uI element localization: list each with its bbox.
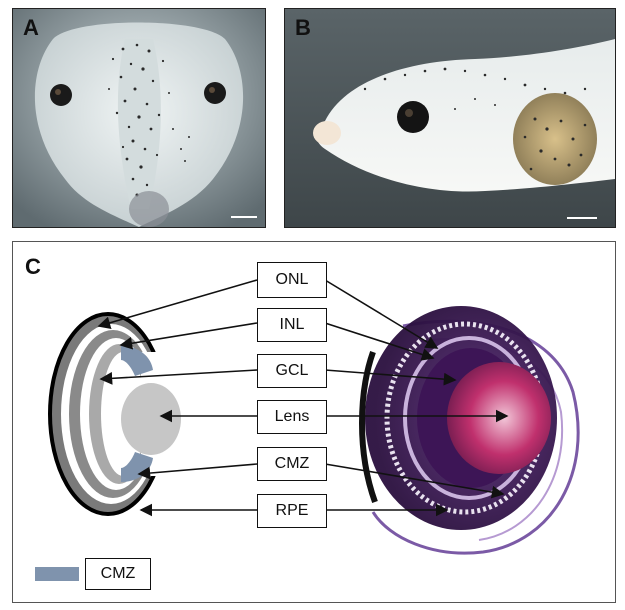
panel-c-letter: C [25,254,41,279]
right-arrows [324,279,509,517]
panel-b-lateral-photo: B [284,8,616,228]
eye-layers-diagram [48,279,580,555]
label-lens: Lens [257,400,327,434]
tadpole-lateral-image [285,9,615,227]
tadpole-dorsal-image [13,9,265,227]
label-rpe: RPE [257,494,327,528]
label-onl: ONL [257,262,327,298]
panel-a-letter: A [23,15,39,40]
label-cmz: CMZ [257,447,327,481]
schematic-eye [48,312,201,516]
legend-label-cmz: CMZ [85,558,151,590]
legend-swatch [35,567,79,581]
panel-a-dorsal-photo: A [12,8,266,228]
histology-eye [359,306,580,555]
panel-b-letter: B [295,15,311,40]
legend: CMZ [35,558,151,590]
left-arrows [97,279,258,517]
label-gcl: GCL [257,354,327,388]
panel-c-eye-schematic: C ONL INL GCL Lens CMZ RPE CMZ [12,241,616,603]
label-inl: INL [257,308,327,342]
